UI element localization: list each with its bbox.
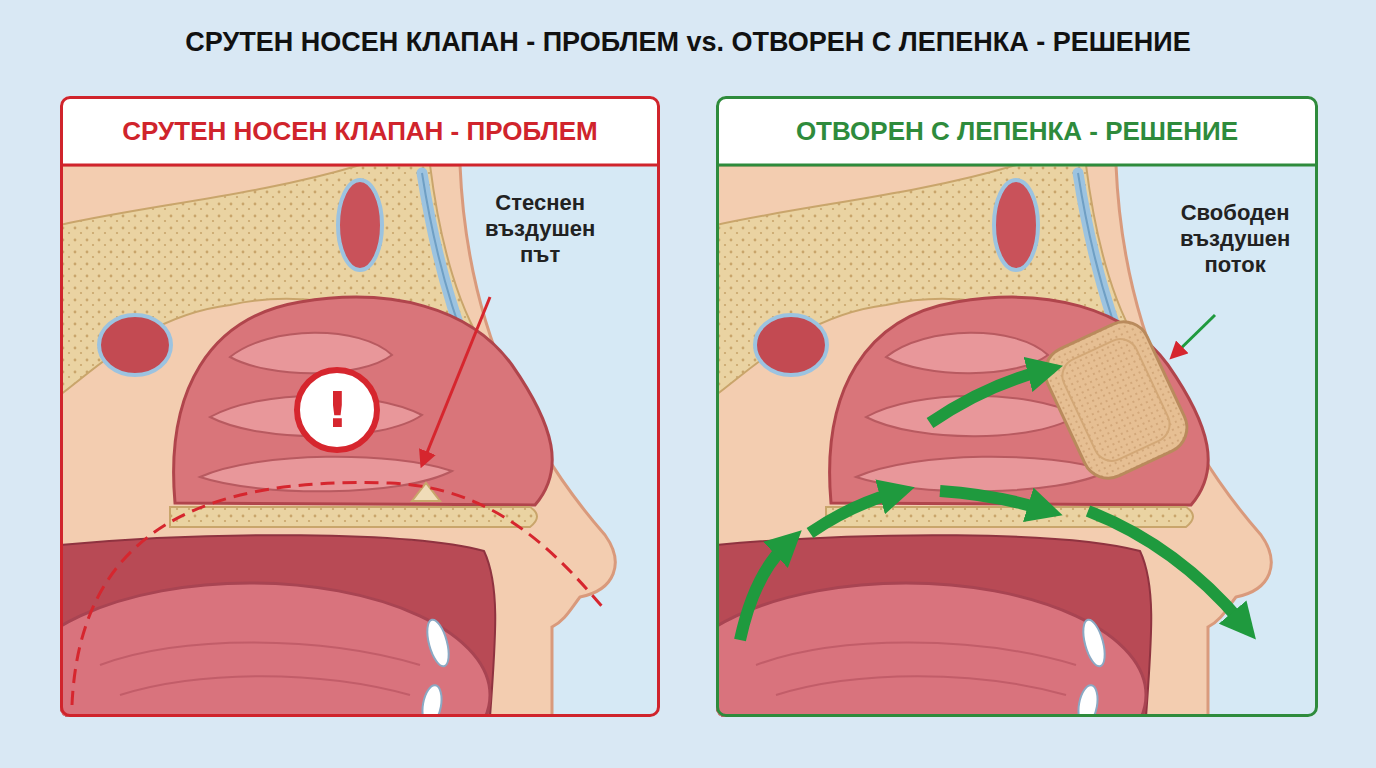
panel-heading: СРУТЕН НОСЕН КЛАПАН - ПРОБЛЕМ xyxy=(122,116,597,147)
panel-header: СРУТЕН НОСЕН КЛАПАН - ПРОБЛЕМ xyxy=(63,99,657,165)
panel-header: ОТВОРЕН С ЛЕПЕНКА - РЕШЕНИЕ xyxy=(719,99,1315,165)
title-row: СРУТЕН НОСЕН КЛАПАН - ПРОБЛЕМ vs. ОТВОРЕ… xyxy=(0,26,1376,58)
panel-box: ОТВОРЕН С ЛЕПЕНКА - РЕШЕНИЕ xyxy=(716,96,1318,717)
warning-mark: ! xyxy=(326,385,349,435)
panel-heading: ОТВОРЕН С ЛЕПЕНКА - РЕШЕНИЕ xyxy=(796,116,1238,147)
callout-label: Свободен въздушен поток xyxy=(1180,200,1290,278)
panel-box: СРУТЕН НОСЕН КЛАПАН - ПРОБЛЕМ xyxy=(60,96,660,717)
callout-label: Стеснен въздушен път xyxy=(485,190,595,268)
main-title: СРУТЕН НОСЕН КЛАПАН - ПРОБЛЕМ vs. ОТВОРЕ… xyxy=(185,26,1190,58)
